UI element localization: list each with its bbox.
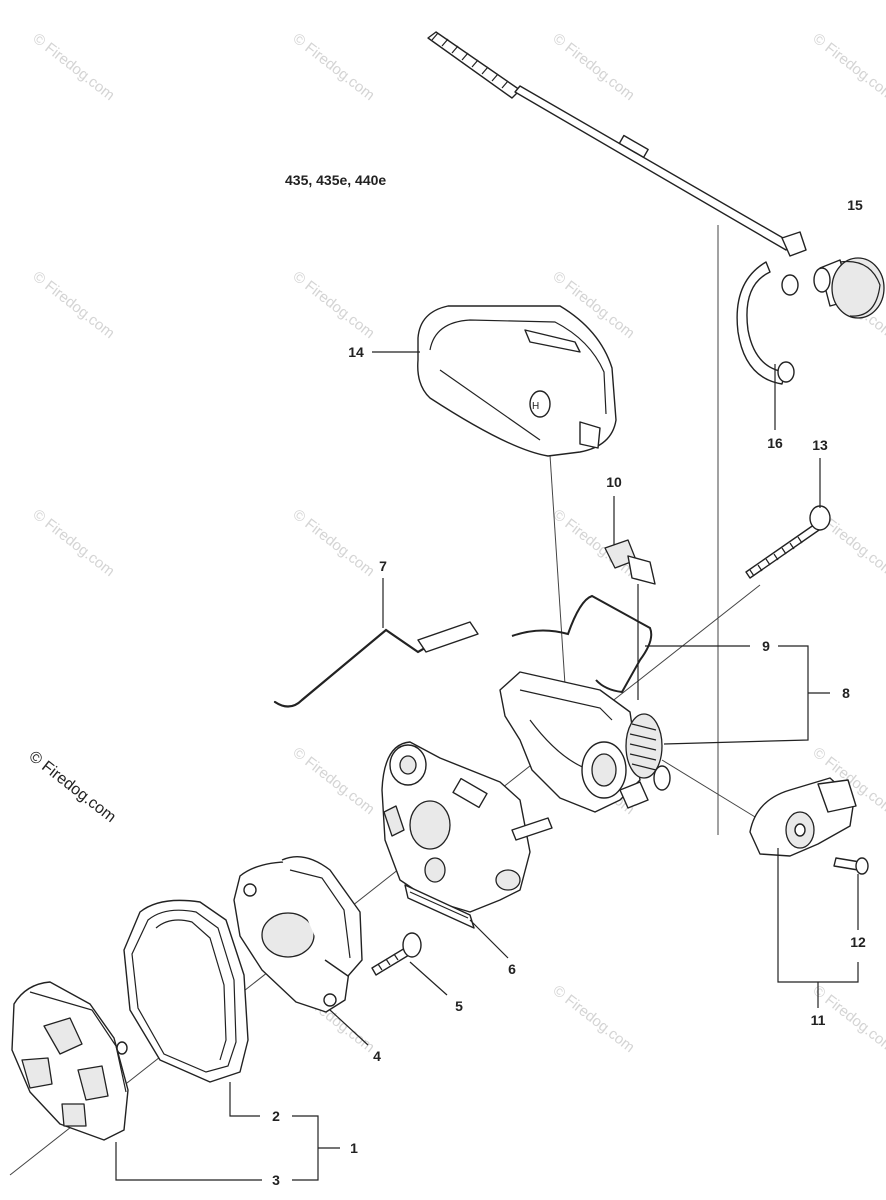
assembly-axis-line — [9, 584, 761, 1176]
callout-15[interactable]: 15 — [847, 197, 863, 213]
callout-8[interactable]: 8 — [842, 685, 850, 701]
intake-adapter — [233, 856, 363, 1013]
throttle-wire — [511, 594, 653, 694]
callout-11[interactable]: 11 — [810, 1012, 826, 1028]
choke-axis-line — [661, 759, 761, 821]
carburetor-bracket — [499, 671, 671, 813]
callout-1[interactable]: 1 — [350, 1140, 358, 1156]
air-filter — [123, 899, 249, 1083]
callout-5[interactable]: 5 — [455, 998, 463, 1014]
callout-16[interactable]: 16 — [767, 435, 783, 451]
choke-knob — [749, 777, 857, 857]
primer-bulb — [813, 257, 885, 319]
long-bolt — [745, 505, 831, 579]
model-label: 435, 435e, 440e — [285, 172, 387, 188]
fuel-hose — [736, 261, 799, 385]
screw — [833, 857, 869, 875]
callout-13[interactable]: 13 — [812, 437, 828, 453]
callout-6[interactable]: 6 — [508, 961, 516, 977]
callout-4[interactable]: 4 — [373, 1048, 381, 1064]
cover-axis-line — [549, 454, 567, 701]
choke-rod — [273, 621, 479, 708]
primer-cable — [427, 31, 807, 257]
filter-holder — [11, 981, 129, 1141]
leader-lines — [115, 351, 859, 1181]
svg-text:H: H — [532, 401, 539, 412]
carburetor — [381, 741, 553, 929]
callout-14[interactable]: 14 — [348, 344, 364, 360]
callout-12[interactable]: 12 — [850, 934, 866, 950]
callout-7[interactable]: 7 — [379, 558, 387, 574]
callout-2[interactable]: 2 — [272, 1108, 280, 1124]
callout-9[interactable]: 9 — [762, 638, 770, 654]
air-filter-cover: H — [417, 305, 617, 457]
clip — [604, 539, 656, 585]
callout-10[interactable]: 10 — [606, 474, 622, 490]
callout-3[interactable]: 3 — [272, 1172, 280, 1188]
bolt — [371, 932, 422, 976]
